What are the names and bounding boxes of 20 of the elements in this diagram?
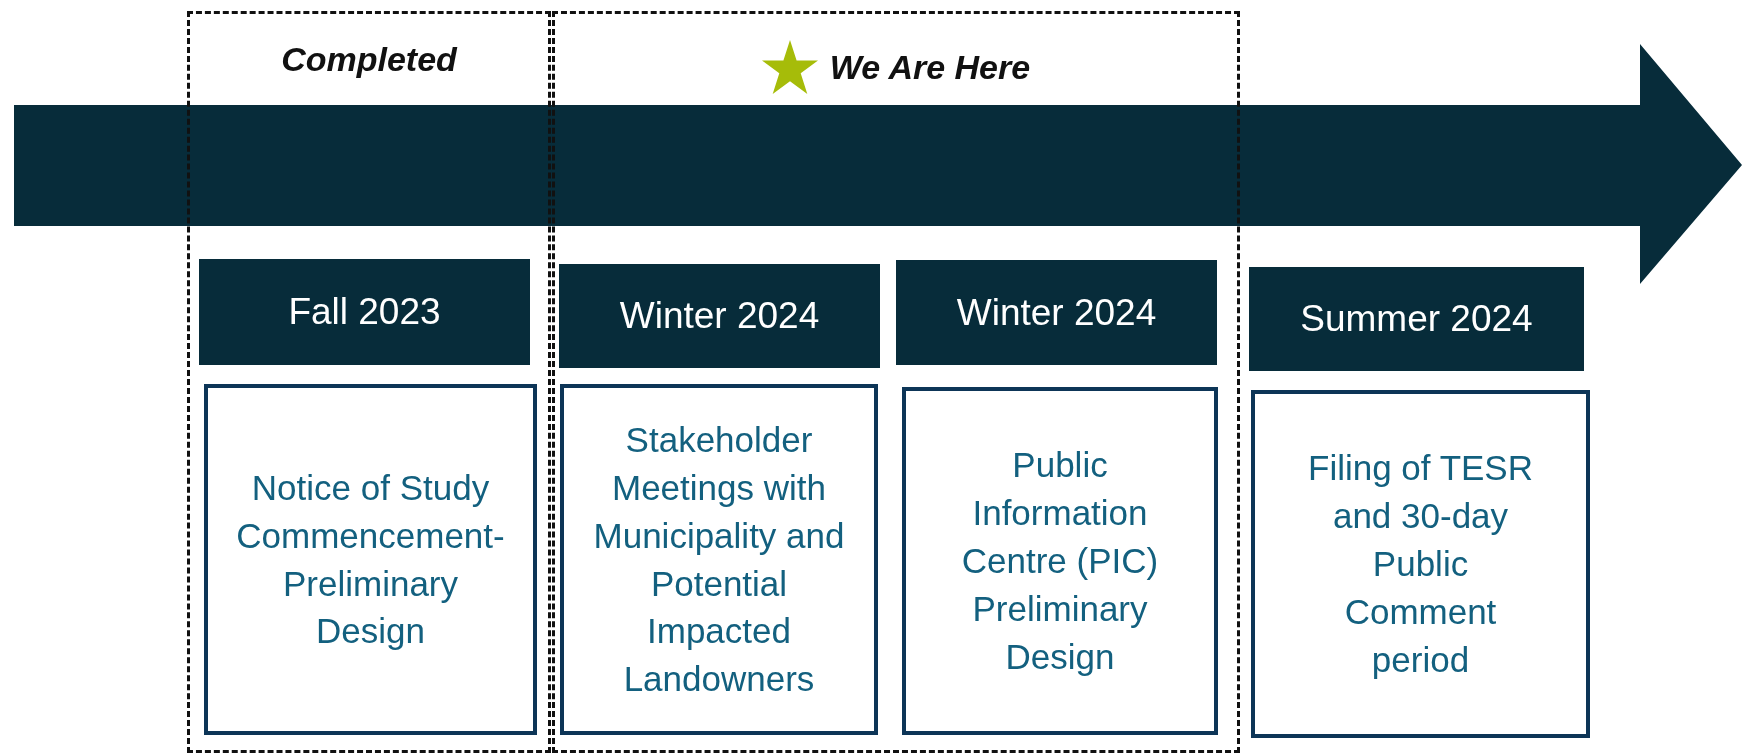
phase-heading: We Are Here xyxy=(829,47,1031,87)
milestone-box xyxy=(560,384,878,735)
dashed-phase-frame xyxy=(187,11,551,753)
date-label: Winter 2024 xyxy=(619,295,820,337)
milestone-text: Notice of Study Commencement- Preliminary Design xyxy=(236,466,505,653)
date-box xyxy=(896,260,1217,365)
date-label: Summer 2024 xyxy=(1300,298,1533,340)
milestone-box xyxy=(902,387,1218,735)
milestone-text: Public Information Centre (PIC) Preliminary Design xyxy=(960,444,1160,678)
milestone-box xyxy=(204,384,537,735)
date-box xyxy=(559,264,880,368)
phase-heading: Completed xyxy=(281,40,457,79)
date-label: Fall 2023 xyxy=(288,291,441,333)
date-box xyxy=(1249,267,1584,371)
milestone-text: Filing of TESR and 30-day Public Comment period xyxy=(1307,447,1534,681)
dashed-phase-frame xyxy=(552,11,1240,753)
date-box xyxy=(199,259,530,365)
milestone-text: Stakeholder Meetings with Municipality and Potential Impacted Landowners xyxy=(592,418,846,701)
date-label: Winter 2024 xyxy=(956,291,1157,334)
milestone-box xyxy=(1251,390,1590,738)
